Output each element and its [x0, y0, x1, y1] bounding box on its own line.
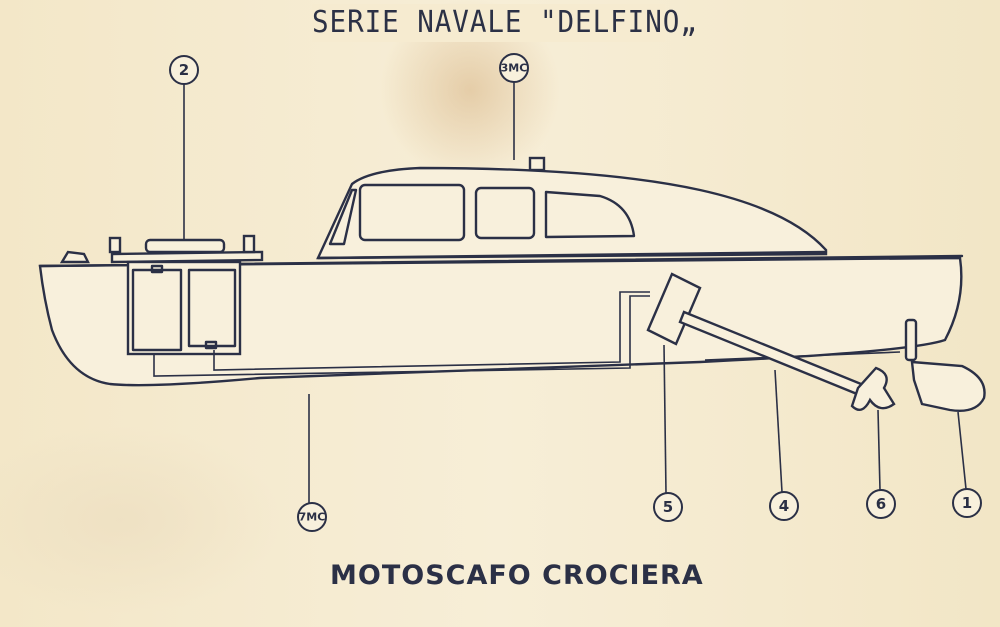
propeller [850, 366, 896, 412]
callout-1: 1 [952, 488, 982, 518]
rudder-post [904, 318, 918, 362]
window-1 [358, 183, 466, 242]
battery-terminal-2 [204, 340, 218, 350]
deck-light [528, 156, 546, 172]
bow-cleat [59, 250, 90, 264]
wiring-upper [213, 291, 650, 371]
svg-text:1: 1 [962, 494, 972, 512]
hatch-lid [144, 238, 226, 254]
windshield [328, 188, 358, 246]
svg-text:2: 2 [179, 61, 189, 79]
rudder-blade [910, 360, 986, 412]
callout-2: 2 [169, 55, 199, 85]
page-title: SERIE NAVALE "DELFINO„ [312, 4, 698, 42]
motor-block [646, 272, 702, 346]
hatch-cover [110, 250, 264, 264]
callout-6: 6 [866, 489, 896, 519]
cabin-base-line [316, 250, 828, 260]
cabin-outline [316, 166, 828, 260]
battery-cell-2 [187, 268, 237, 348]
window-2 [474, 186, 536, 240]
battery-terminal-1 [150, 264, 164, 274]
keel-strip [704, 351, 901, 361]
leader-lines [183, 81, 967, 503]
svg-text:7MC: 7MC [299, 511, 326, 524]
callout-4: 4 [769, 491, 799, 521]
hatch-knob-right [242, 234, 256, 254]
svg-text:5: 5 [663, 498, 673, 516]
svg-text:4: 4 [779, 497, 789, 515]
battery-box [126, 260, 242, 356]
window-3 [544, 190, 636, 239]
hull-outline [38, 256, 963, 387]
hatch-knob-left [108, 236, 122, 254]
callout-3mc: 3MC [499, 53, 529, 83]
wiring-lower [153, 295, 650, 377]
svg-text:3MC: 3MC [501, 62, 528, 75]
battery-cell-1 [131, 268, 183, 352]
caption: MOTOSCAFO CROCIERA [330, 560, 704, 591]
svg-text:6: 6 [876, 495, 886, 513]
callout-7mc: 7MC [297, 502, 327, 532]
callout-5: 5 [653, 492, 683, 522]
